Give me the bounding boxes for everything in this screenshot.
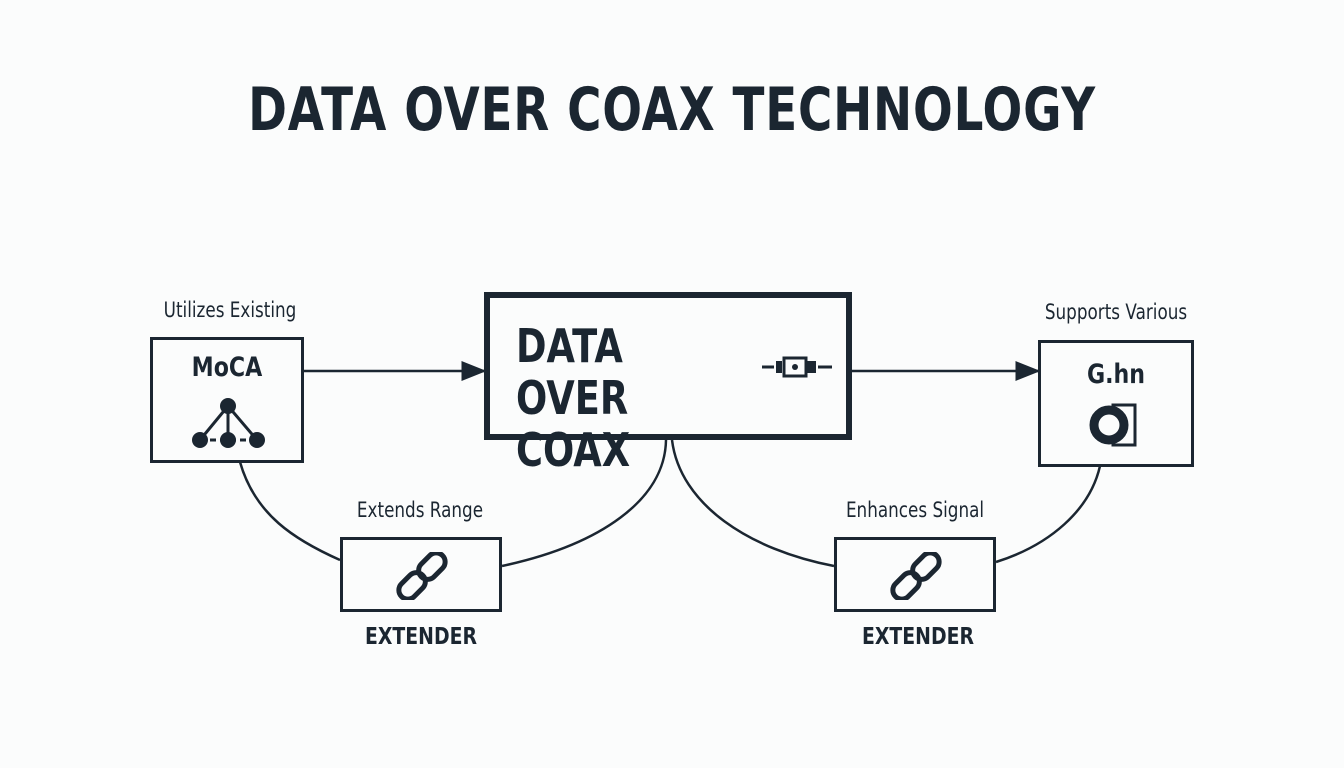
chain-link-icon [396, 552, 448, 600]
ghn-node: G.hn [1038, 340, 1194, 467]
chain-link-icon [890, 552, 942, 600]
curve-center-to-extender [670, 439, 835, 568]
data-over-coax-node: DATA OVER COAX [484, 292, 852, 476]
network-nodes-icon [192, 398, 265, 448]
curve-extender-to-ghn [995, 465, 1102, 564]
extender-right-node [834, 537, 996, 612]
ring-device-icon [1089, 403, 1137, 447]
curve-extender-to-center [501, 439, 668, 568]
curve-moca-to-extender [238, 461, 341, 562]
center-label-line2: COAX [516, 423, 631, 477]
coax-connector-icon [762, 356, 832, 378]
center-label: DATA OVER COAX [516, 320, 724, 476]
ghn-label: G.hn [1086, 359, 1146, 390]
diagram-title: DATA OVER COAX TECHNOLOGY [248, 75, 1096, 145]
extender-left-label: EXTENDER [364, 624, 478, 650]
extender-right-caption: Enhances Signal [845, 498, 985, 522]
moca-caption: Utilizes Existing [163, 298, 297, 322]
center-label-line1: DATA OVER [516, 319, 629, 425]
extender-left-node [340, 537, 502, 612]
moca-label: MoCA [191, 352, 263, 383]
moca-node: MoCA [150, 337, 304, 463]
extender-left-caption: Extends Range [356, 498, 484, 522]
ghn-caption: Supports Various [1044, 300, 1188, 324]
extender-right-label: EXTENDER [861, 624, 975, 650]
